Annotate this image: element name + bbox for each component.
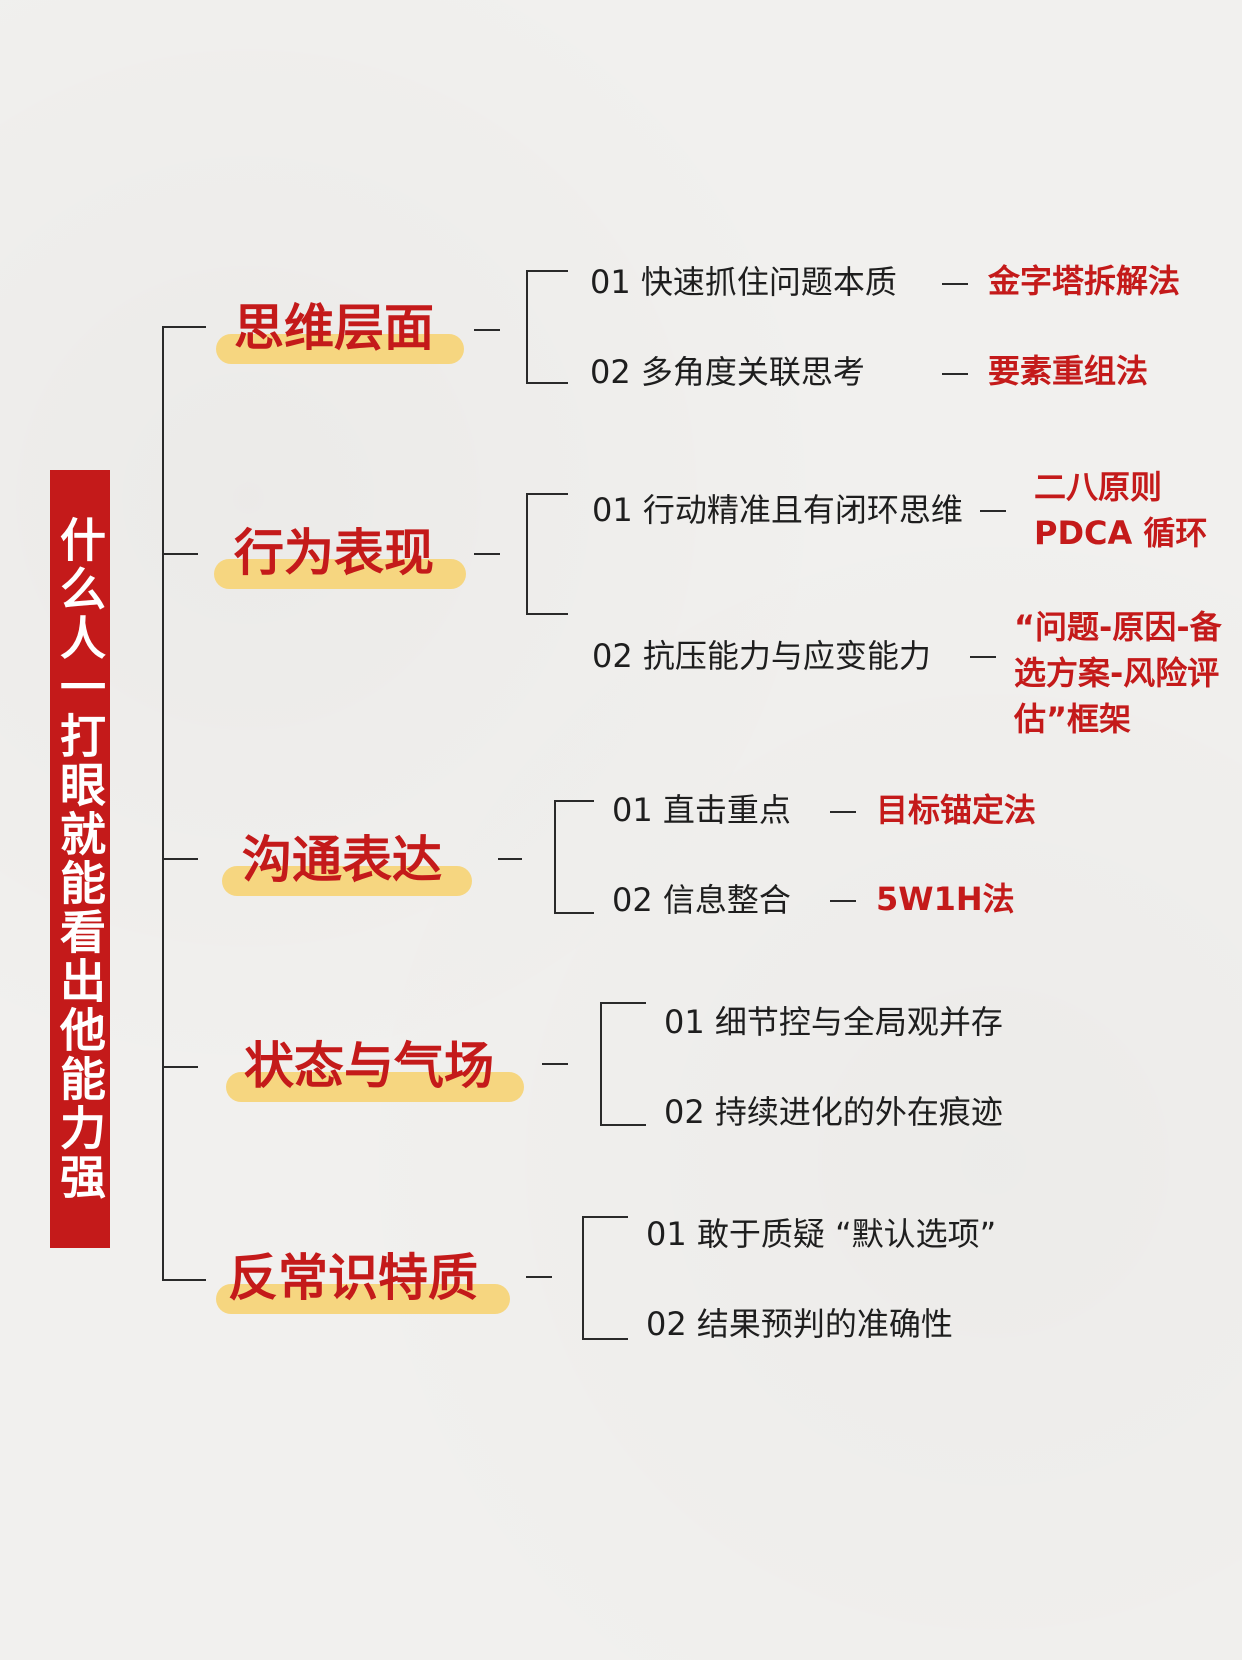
bracket-line — [526, 493, 568, 495]
item-label: 02 信息整合 — [612, 881, 791, 919]
item-label: 02 持续进化的外在痕迹 — [664, 1093, 1003, 1131]
main-title: 什么人一打眼就能看出他能力强 — [53, 516, 107, 1202]
method-label: 要素重组法 — [988, 352, 1149, 390]
connector-line — [526, 1276, 552, 1278]
dash-line — [830, 900, 856, 902]
item-label: 01 敢于质疑 “默认选项” — [646, 1215, 997, 1253]
method-label: 5W1H法 — [876, 880, 1015, 918]
category-highlight — [226, 1072, 524, 1102]
bracket-line — [582, 1338, 628, 1340]
category-label-behavior: 行为表现 — [234, 524, 434, 582]
trunk-line — [162, 326, 164, 1281]
connector-line — [474, 553, 500, 555]
item-label: 01 直击重点 — [612, 791, 791, 829]
method-label: 二八原则 — [1034, 468, 1163, 506]
dash-line — [942, 283, 968, 285]
category-highlight — [216, 334, 464, 364]
branch-line — [162, 326, 206, 328]
category-label-thinking: 思维层面 — [234, 299, 434, 357]
dash-line — [830, 811, 856, 813]
bracket-line — [600, 1002, 602, 1126]
item-label: 02 多角度关联思考 — [590, 353, 865, 391]
connector-line — [474, 329, 500, 331]
category-highlight — [222, 866, 472, 896]
branch-line — [162, 1066, 198, 1068]
branch-line — [162, 858, 198, 860]
bracket-line — [526, 613, 568, 615]
item-label: 02 抗压能力与应变能力 — [592, 637, 931, 675]
method-label: 目标锚定法 — [876, 791, 1037, 829]
bracket-line — [526, 270, 528, 384]
bracket-line — [554, 800, 556, 914]
bracket-line — [600, 1124, 646, 1126]
branch-line — [162, 1279, 206, 1281]
item-label: 01 细节控与全局观并存 — [664, 1003, 1003, 1041]
method-label: 金字塔拆解法 — [988, 262, 1181, 300]
bracket-line — [600, 1002, 646, 1004]
dash-line — [980, 510, 1006, 512]
bracket-line — [526, 382, 568, 384]
dash-line — [970, 656, 996, 658]
bracket-line — [582, 1216, 584, 1340]
bracket-line — [554, 912, 594, 914]
branch-line — [162, 553, 198, 555]
category-label-communication: 沟通表达 — [242, 831, 442, 889]
category-highlight — [216, 1284, 510, 1314]
bracket-line — [582, 1216, 628, 1218]
item-label: 02 结果预判的准确性 — [646, 1305, 953, 1343]
connector-line — [542, 1063, 568, 1065]
item-label: 01 行动精准且有闭环思维 — [592, 491, 963, 529]
category-label-counterintuitive: 反常识特质 — [228, 1249, 478, 1307]
dash-line — [942, 373, 968, 375]
category-label-presence: 状态与气场 — [244, 1037, 494, 1095]
method-label: 选方案-风险评 — [1014, 654, 1220, 692]
method-label: 估”框架 — [1014, 700, 1132, 738]
bracket-line — [554, 800, 594, 802]
main-title-box: 什么人一打眼就能看出他能力强 — [50, 470, 110, 1248]
bracket-line — [526, 270, 568, 272]
connector-line — [498, 858, 522, 860]
item-label: 01 快速抓住问题本质 — [590, 263, 897, 301]
category-highlight — [214, 559, 466, 589]
method-label: PDCA 循环 — [1034, 514, 1208, 552]
bracket-line — [526, 493, 528, 615]
method-label: “问题-原因-备 — [1014, 608, 1222, 646]
